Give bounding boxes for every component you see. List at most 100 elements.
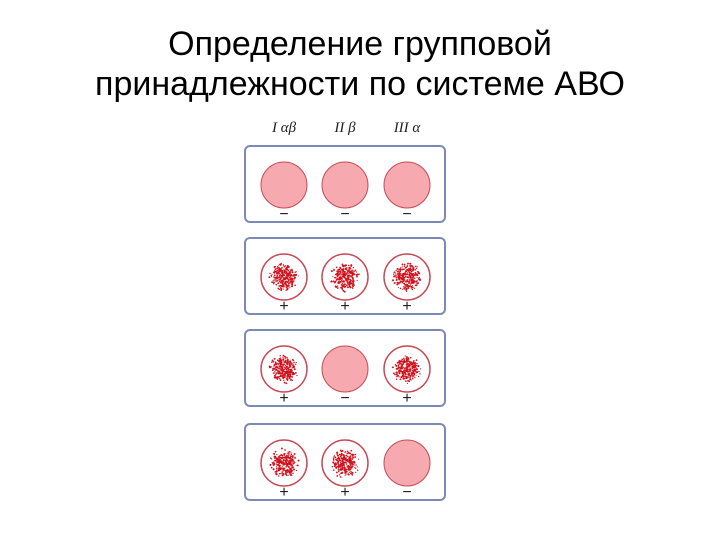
agglutination-dot xyxy=(400,274,402,276)
agglutination-dot xyxy=(271,359,274,362)
agglutination-dot xyxy=(291,271,294,274)
agglutination-dot xyxy=(408,280,410,283)
agglutination-dot xyxy=(273,276,275,278)
agglutination-dot xyxy=(279,374,282,377)
agglutination-dot xyxy=(286,453,288,455)
agglutination-dot xyxy=(279,355,281,357)
agglutination-dot xyxy=(332,469,335,471)
agglutination-dot xyxy=(283,368,286,371)
agglutination-dot xyxy=(292,374,294,376)
agglutination-dot xyxy=(396,270,400,273)
agglutination-dot xyxy=(352,280,355,282)
agglutination-dot xyxy=(414,369,417,372)
agglutination-dot xyxy=(345,473,347,475)
agglutination-dot xyxy=(340,472,342,474)
agglutination-dot xyxy=(401,266,403,268)
agglutination-dot xyxy=(278,362,280,365)
agglutination-dot xyxy=(352,281,355,284)
agglutination-dot xyxy=(349,286,352,289)
agglutination-dot xyxy=(396,283,399,286)
agglutination-dot xyxy=(335,471,338,474)
agglutination-dot xyxy=(291,456,294,459)
agglutination-dot xyxy=(354,467,356,469)
agglutination-dots xyxy=(268,262,300,292)
agglutination-dot xyxy=(284,472,287,475)
agglutination-dot xyxy=(398,361,400,364)
agglutination-dot xyxy=(412,371,415,374)
agglutination-dot xyxy=(352,453,355,456)
agglutination-dot xyxy=(338,469,340,471)
agglutination-dot xyxy=(406,380,409,382)
agglutination-dot xyxy=(277,372,280,375)
agglutination-dot xyxy=(339,266,341,268)
agglutination-dot xyxy=(288,457,291,460)
agglutination-dot xyxy=(391,279,395,282)
agglutination-dot xyxy=(338,470,340,473)
agglutination-dot xyxy=(285,378,288,380)
agglutination-dot xyxy=(406,279,409,281)
agglutination-dot xyxy=(410,282,412,285)
agglutination-dot xyxy=(277,287,280,290)
agglutination-dot xyxy=(414,271,417,274)
agglutination-dot xyxy=(413,373,416,376)
agglutination-dot xyxy=(356,466,359,468)
agglutination-dot xyxy=(347,274,349,276)
agglutination-dot xyxy=(279,364,282,367)
agglutination-dot xyxy=(280,459,282,461)
agglutination-dot xyxy=(292,372,294,374)
agglutination-dot xyxy=(349,278,352,281)
agglutination-dot xyxy=(412,376,414,378)
reaction-sign: − xyxy=(402,206,411,223)
agglutination-dot xyxy=(290,362,293,365)
agglutination-dots xyxy=(331,449,360,478)
agglutination-dot xyxy=(405,357,408,360)
agglutination-dot xyxy=(352,456,355,459)
agglutination-dot xyxy=(412,272,415,275)
agglutination-dot xyxy=(273,281,275,284)
agglutination-dot xyxy=(403,358,405,361)
agglutination-dot xyxy=(286,264,289,267)
agglutination-dot xyxy=(412,278,414,281)
agglutination-dot xyxy=(282,264,284,266)
agglutination-dot xyxy=(278,272,281,275)
agglutination-dot xyxy=(394,364,397,366)
agglutination-dot xyxy=(416,273,418,276)
agglutination-dot xyxy=(334,465,336,468)
agglutination-dot xyxy=(287,371,290,374)
agglutination-dot xyxy=(408,282,410,284)
agglutination-dot xyxy=(358,458,360,460)
agglutination-dot xyxy=(294,457,296,459)
agglutination-dot xyxy=(279,368,281,370)
agglutination-dot xyxy=(292,359,295,362)
agglutination-dot xyxy=(352,283,355,286)
agglutination-dot xyxy=(409,265,412,268)
agglutination-dot xyxy=(283,370,285,373)
agglutination-dot xyxy=(273,459,276,461)
agglutination-dot xyxy=(409,376,412,378)
agglutination-dot xyxy=(294,284,296,287)
agglutination-dot xyxy=(397,282,400,285)
agglutination-dot xyxy=(296,374,298,377)
agglutination-dot xyxy=(274,268,277,271)
agglutination-dot xyxy=(336,465,339,468)
agglutination-dot xyxy=(287,471,289,473)
agglutination-dot xyxy=(338,276,341,279)
agglutination-dot xyxy=(412,286,414,288)
agglutination-dot xyxy=(274,450,277,453)
agglutination-dot xyxy=(285,466,287,468)
agglutination-dot xyxy=(415,275,417,277)
agglutination-dot xyxy=(352,463,354,466)
agglutination-dot xyxy=(288,451,291,453)
agglutination-dot xyxy=(292,362,294,364)
agglutination-dot xyxy=(291,470,294,472)
agglutination-dot xyxy=(409,284,411,286)
agglutination-dot xyxy=(349,468,352,471)
agglutination-dot xyxy=(351,453,354,456)
agglutination-dot xyxy=(350,466,352,468)
agglutination-dot xyxy=(287,269,290,272)
agglutination-dot xyxy=(275,465,277,467)
agglutination-dot xyxy=(272,281,274,284)
agglutination-dot xyxy=(402,362,405,365)
agglutination-dot xyxy=(273,270,276,272)
agglutination-dot xyxy=(286,471,288,473)
